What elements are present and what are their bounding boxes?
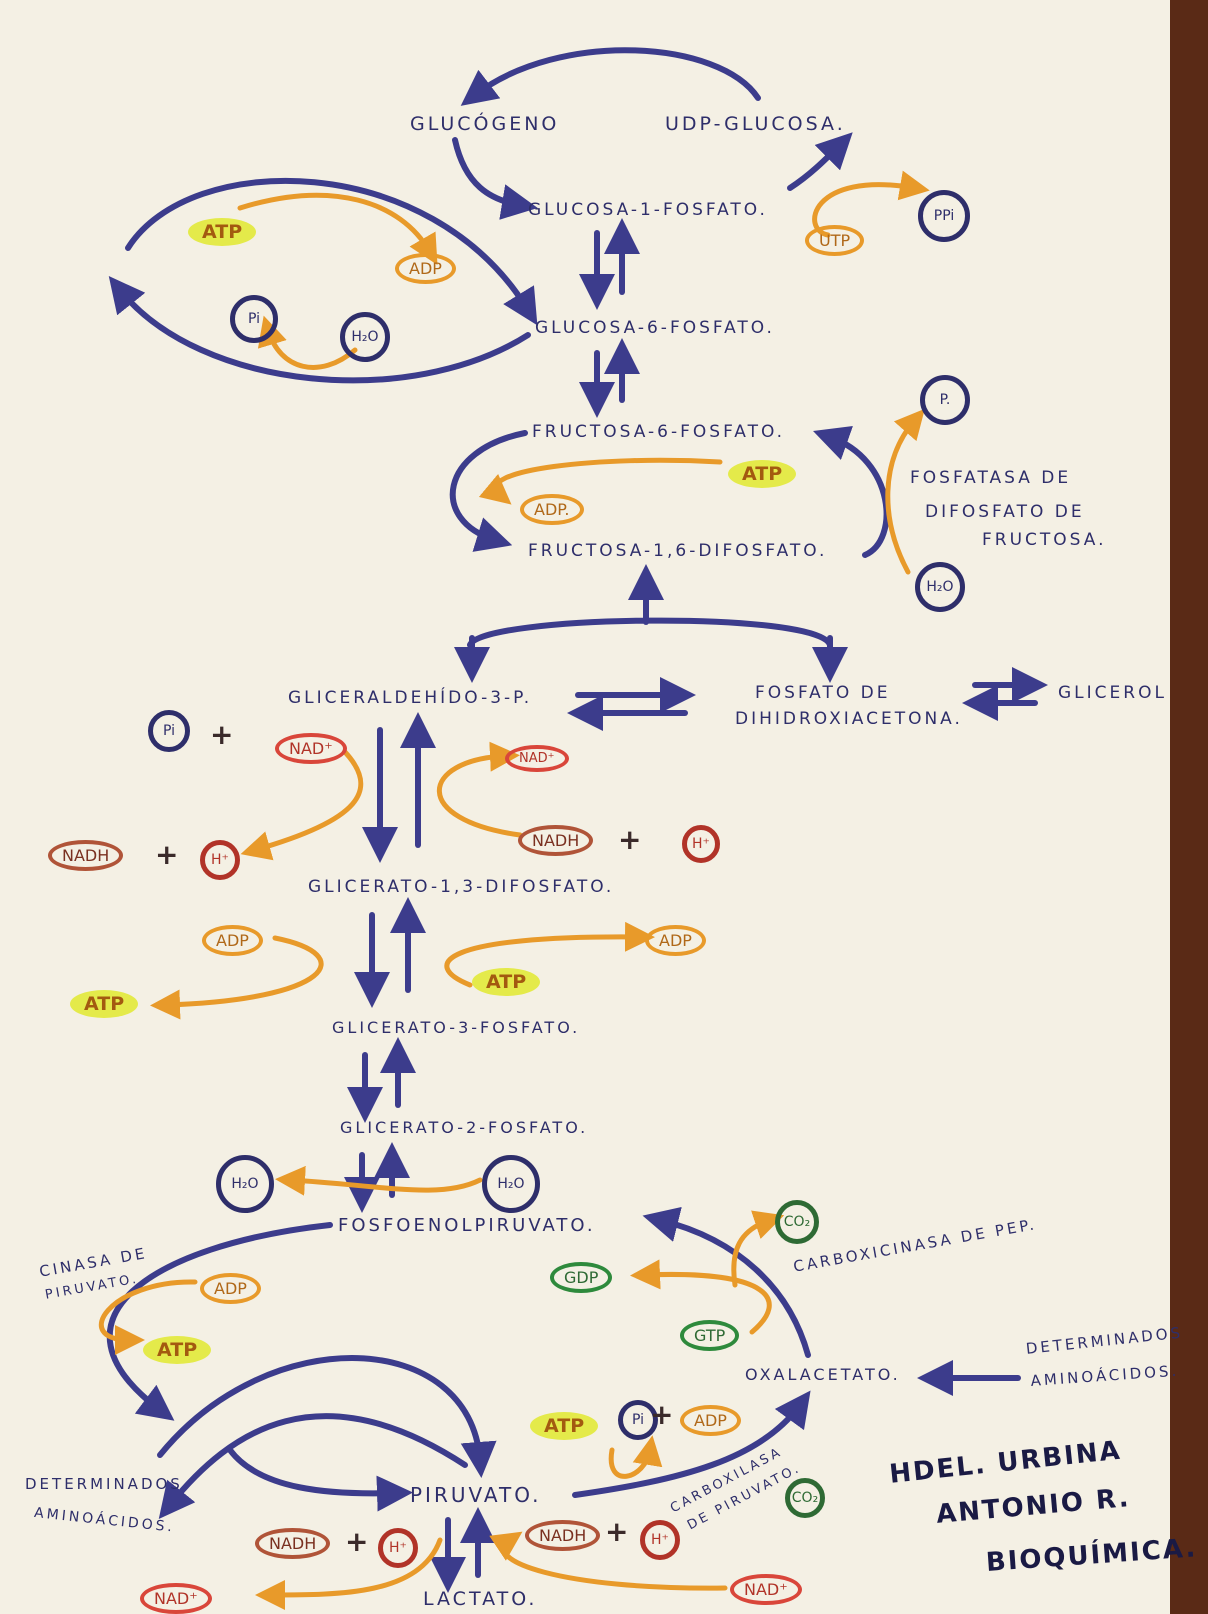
cofactor-co2-carboxilasa: CO₂ [785,1478,825,1518]
enzyme-fosfatasa-line3: FRUCTOSA. [982,530,1107,550]
metabolite-oxalacetato: OXALACETATO. [745,1365,901,1384]
metabolite-piruvato: PIRUVATO. [410,1483,542,1507]
arrow-arch-to-piruvato [227,1447,413,1512]
arrow-adp-atp-left [150,935,324,1020]
plus-sign: + [210,718,234,751]
cofactor-atp-hexocinasa: ATP [188,218,257,246]
cofactor-nad-plus-right: NAD⁺ [505,745,569,772]
cofactor-co2-pepck: CO₂ [775,1200,819,1244]
cofactor-pi-gapdh: Pi [148,710,190,752]
arrow-glucogeno-to-g1p [452,137,538,220]
arrow-f6p-to-f16dp [449,430,528,552]
cofactor-h2o-enolasa-right: H₂O [482,1155,540,1213]
metabolite-glucogeno: GLUCÓGENO [410,113,560,135]
cofactor-adp-pfk: ADP. [520,494,584,525]
cofactor-adp-cinasa-piruvato: ADP [200,1273,261,1304]
arrow-arch-outer [157,1355,497,1478]
cofactor-atp-pfk: ATP [728,460,797,488]
arrow-arch-inner [158,1413,468,1520]
plus-sign: + [618,823,642,856]
cofactor-adp-carboxilasa: ADP [680,1405,741,1436]
arrow-g1p-to-udp [787,132,853,191]
arrow-nad-nadh-lactato [489,1531,728,1591]
enzyme-fosfatasa-line1: FOSFATASA DE [910,468,1072,488]
arrow-piruvato-to-oaa [572,1390,811,1498]
arrow-atp-adp-carboxilasa [608,1435,663,1479]
cofactor-nadh-lactato-left: NADH [255,1528,331,1559]
metabolite-fructosa-6-fosfato: FRUCTOSA-6-FOSFATO. [532,422,786,442]
arrow-nadh-nad-right [437,741,523,838]
cofactor-nad-plus-left: NAD⁺ [275,733,347,764]
arrow-split-bar [467,617,833,648]
enzyme-fosfatasa-line2: DIFOSFATO DE [925,502,1085,522]
cofactor-utp: UTP [805,225,865,256]
metabolite-fructosa-1-6-difosfato: FRUCTOSA-1,6-DIFOSFATO. [528,541,828,561]
metabolite-udp-glucosa: UDP-GLUCOSA. [665,113,846,135]
plus-sign: + [605,1515,629,1548]
arrow-adp-atp-cinasa [98,1279,198,1355]
metabolite-gliceraldehido-3-p: GLICERALDEHÍDO-3-P. [288,688,533,708]
metabolite-lactato: LACTATO. [423,1588,538,1610]
cofactor-pi-carboxilasa: Pi [618,1400,658,1440]
metabolite-dhap-line1: FOSFATO DE [755,683,891,703]
arrow-h2o-enolase [275,1165,483,1196]
cofactor-nad-plus-lactato-right: NAD⁺ [730,1574,802,1605]
arrow-co2-pepck [731,1210,785,1288]
arrow-atp-adp-hexo [237,192,438,265]
note-aminoacidos-left-line1: DETERMINADOS [25,1475,183,1493]
cofactor-atp-pgk-left: ATP [70,990,139,1018]
metabolite-glicerato-3-fosfato: GLICERATO-3-FOSFATO. [332,1018,581,1037]
metabolite-glicerato-2-fosfato: GLICERATO-2-FOSFATO. [340,1118,589,1137]
arrow-nad-nadh-left [240,749,364,861]
cofactor-p-fosfatasa: P. [920,375,970,425]
cofactor-h2o-enolasa-left: H₂O [216,1155,274,1213]
metabolite-glucosa-6-fosfato: GLUCOSA-6-FOSFATO. [535,318,775,338]
metabolite-glicerol: GLICEROL [1058,683,1167,703]
cofactor-ppi: PPi [918,190,970,242]
cofactor-h-plus-right: H⁺ [682,825,720,863]
cofactor-nadh-lactato-right: NADH [525,1520,601,1551]
cofactor-h-plus-lactato-left: H⁺ [378,1528,418,1568]
cofactor-h2o-glucosa-6-fosfatasa: H₂O [340,312,390,362]
cofactor-h-plus-left: H⁺ [200,840,240,880]
arrow-oaa-to-pep [642,1206,811,1358]
cofactor-atp-cinasa-piruvato: ATP [143,1336,212,1364]
arrow-atp-adp-pfk [478,457,723,505]
metabolite-fosfoenolpiruvato: FOSFOENOLPIRUVATO. [338,1215,596,1236]
metabolite-glicerato-1-3-difosfato: GLICERATO-1,3-DIFOSFATO. [308,877,615,897]
cofactor-gtp: GTP [680,1320,740,1351]
cofactor-nad-plus-lactato-left: NAD⁺ [140,1583,212,1614]
arrow-udp-to-glucogeno [460,47,761,106]
cofactor-pi-glucosa-6-fosfatasa: Pi [230,295,278,343]
plus-sign: + [345,1525,369,1558]
arrow-h2o-pi [257,315,358,370]
table-edge [1170,0,1208,1614]
cofactor-adp-hexocinasa: ADP [395,253,456,284]
arrow-loop-top [125,177,538,326]
plus-sign: + [155,838,179,871]
arrow-atp-adp-right [444,921,655,988]
cofactor-atp-carboxilasa: ATP [530,1412,599,1440]
cofactor-atp-pgk-right: ATP [472,968,541,996]
cofactor-nadh-right: NADH [518,825,594,856]
cofactor-adp-pgk-right: ADP [645,925,706,956]
arrow-f16dp-to-f6p [813,426,890,558]
cofactor-gdp: GDP [550,1262,613,1293]
cofactor-h-plus-lactato-right: H⁺ [640,1520,680,1560]
cofactor-nadh-left: NADH [48,840,124,871]
arrow-h2o-p-fosfatasa [885,408,925,575]
metabolite-glucosa-1-fosfato: GLUCOSA-1-FOSFATO. [528,200,768,220]
metabolite-dhap-line2: DIHIDROXIACETONA. [735,709,963,729]
cofactor-adp-pgk-left: ADP [202,925,263,956]
arrow-nadh-nad-lactato [255,1537,443,1610]
cofactor-h2o-fosfatasa: H₂O [915,562,965,612]
arrow-loop-bottom [108,275,531,384]
plus-sign: + [650,1398,674,1431]
arrow-gtp-gdp [630,1259,772,1335]
